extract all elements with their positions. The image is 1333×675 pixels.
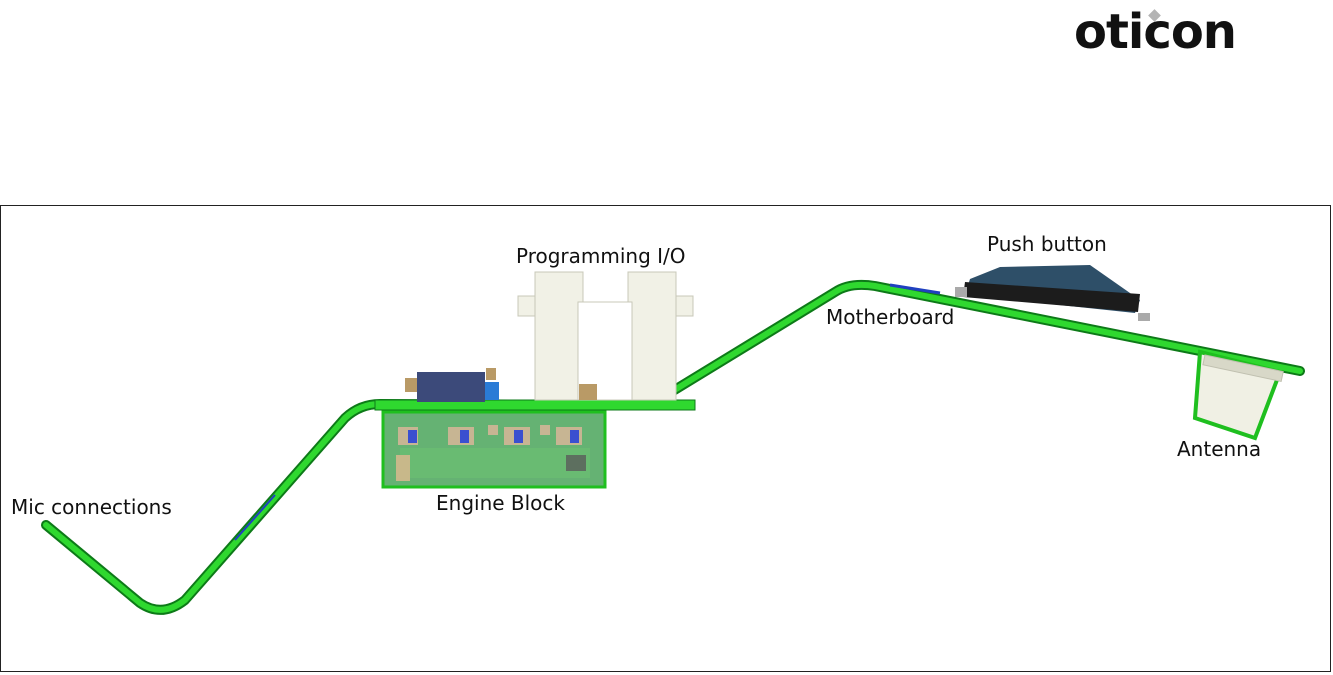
label-push-button: Push button xyxy=(987,232,1107,256)
label-antenna: Antenna xyxy=(1177,437,1261,461)
label-motherboard: Motherboard xyxy=(826,305,954,329)
chip xyxy=(405,368,499,402)
label-programming-io: Programming I/O xyxy=(516,244,686,268)
engine-block xyxy=(383,412,605,487)
programming-io-connector xyxy=(518,272,693,400)
label-engine-block: Engine Block xyxy=(436,491,565,515)
label-mic-connections: Mic connections xyxy=(11,495,172,519)
